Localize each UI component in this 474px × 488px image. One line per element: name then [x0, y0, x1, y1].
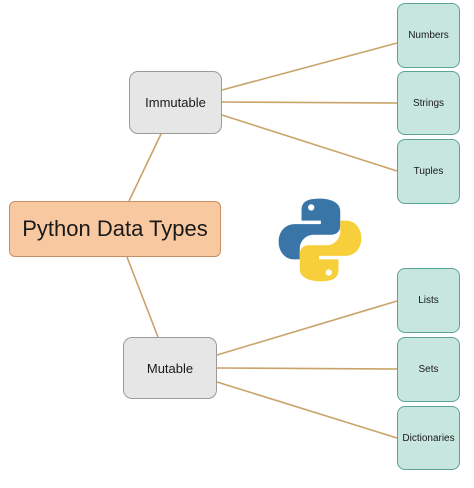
leaf-node-strings: Strings — [397, 71, 460, 135]
leaf-node-numbers: Numbers — [397, 3, 460, 68]
leaf-label-dictionaries: Dictionaries — [402, 432, 455, 444]
root-label: Python Data Types — [22, 216, 208, 241]
branch-node-mutable: Mutable — [123, 337, 217, 399]
branch-label-immutable: Immutable — [145, 95, 206, 110]
python-logo-yellow-snake — [299, 220, 362, 282]
branch-node-immutable: Immutable — [129, 71, 222, 134]
leaf-label-lists: Lists — [418, 295, 439, 306]
connector-immutable-strings — [221, 101, 398, 104]
python-logo-blue-snake — [278, 198, 341, 260]
leaf-label-sets: Sets — [418, 364, 439, 375]
python-logo-yellow-eye — [325, 269, 332, 276]
connector-root-mutable — [126, 256, 159, 338]
leaf-node-sets: Sets — [397, 337, 460, 402]
connector-mutable-dictionaries — [216, 381, 398, 439]
leaf-label-tuples: Tuples — [413, 166, 444, 177]
python-logo-blue-eye — [308, 204, 315, 211]
connector-mutable-sets — [216, 367, 398, 370]
leaf-label-numbers: Numbers — [408, 30, 449, 41]
root-node: Python Data Types — [9, 201, 221, 257]
leaf-node-tuples: Tuples — [397, 139, 460, 204]
python-logo-icon — [278, 198, 362, 282]
connector-immutable-tuples — [221, 114, 398, 172]
connector-mutable-lists — [216, 300, 398, 356]
leaf-node-dictionaries: Dictionaries — [397, 406, 460, 470]
leaf-label-strings: Strings — [412, 97, 445, 109]
connector-root-immutable — [128, 133, 162, 202]
branch-label-mutable: Mutable — [146, 360, 194, 376]
leaf-node-lists: Lists — [397, 268, 460, 333]
connector-immutable-numbers — [221, 42, 398, 91]
